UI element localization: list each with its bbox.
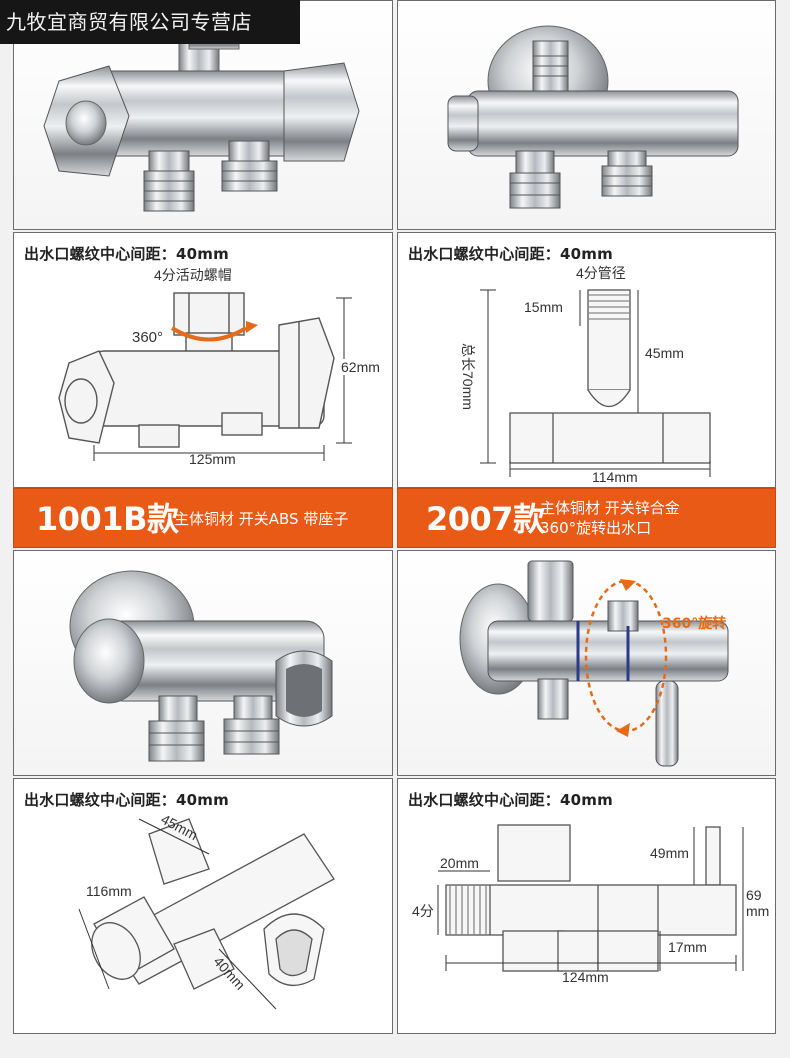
valve-photo-2007-rotate [459, 560, 729, 767]
model-desc-1001b: 主体铜材 开关ABS 带座子 [174, 510, 349, 528]
outlet-spacing-title: 出水口螺纹中心间距：40mm [408, 245, 613, 263]
height-49mm-label: 49mm [650, 845, 689, 861]
spec-drawing-2007: 出水口螺纹中心间距：40mm 4分管径 15mm 45mm 总长70mm 114… [397, 232, 776, 488]
outlet-spacing-title: 出水口螺纹中心间距：40mm [24, 245, 229, 263]
valve-photo-2007 [447, 25, 739, 209]
height-69-value: 69 [746, 887, 762, 903]
pipe-45mm-label: 45mm [645, 345, 684, 361]
outlet-spacing-title: 出水口螺纹中心间距：40mm [24, 791, 229, 809]
drawing-1001b-holder [78, 818, 335, 1010]
cap-size-label: 4分活动螺帽 [154, 267, 232, 283]
outlet-spacing-title: 出水口螺纹中心间距：40mm [408, 791, 613, 809]
model-band-2007: 2007款 主体铜材 开关锌合金 360°旋转出水口 [397, 488, 776, 548]
length-116mm-label: 116mm [86, 883, 132, 899]
pipe-size-label: 4分管径 [576, 265, 626, 281]
drawing-2007-rotate [437, 824, 744, 972]
store-name-banner: 九牧宜商贸有限公司专营店 [0, 0, 300, 44]
size-4fen-label: 4分 [412, 903, 434, 919]
thread-20mm-label: 20mm [440, 855, 479, 871]
height-17mm-label: 17mm [668, 939, 707, 955]
valve-photo-1001b [43, 28, 360, 212]
height-62mm-label: 62mm [339, 359, 382, 375]
product-photo-2007-rotate: 360°旋转 [397, 550, 776, 776]
total-70mm-label: 总长70mm [460, 343, 476, 410]
drawing-2007 [480, 289, 711, 477]
drawing-1001b [58, 292, 352, 461]
product-photo-1001b-holder [13, 550, 393, 776]
thread-15mm-label: 15mm [524, 299, 563, 315]
spec-drawing-1001b: 出水口螺纹中心间距：40mm 4分活动 [13, 232, 393, 488]
model-desc-2007-line1: 主体铜材 开关锌合金 [540, 499, 680, 517]
model-code-2007: 2007款 [426, 500, 545, 538]
model-desc-2007-line2: 360°旋转出水口 [540, 519, 652, 537]
spec-drawing-1001b-holder: 出水口螺纹中心间距：40mm 45mm 116mm 40mm [13, 778, 393, 1034]
spec-drawing-2007-rotate: 出水口螺纹中心间距：40mm 20mm 4分 49mm 69 mm 17mm 1… [397, 778, 776, 1034]
height-69-unit: mm [746, 903, 770, 919]
model-code-1001b: 1001B款 [36, 500, 179, 538]
rotate-360-label: 360°旋转 [662, 616, 727, 632]
width-114mm-label: 114mm [592, 469, 638, 485]
product-photo-2007-top [397, 0, 776, 230]
rotation-label: 360° [132, 329, 164, 346]
width-124mm-label: 124mm [562, 969, 609, 985]
length-125mm-label: 125mm [189, 451, 236, 467]
valve-photo-1001b-holder [69, 570, 333, 762]
model-band-1001b: 1001B款 主体铜材 开关ABS 带座子 [13, 488, 393, 548]
